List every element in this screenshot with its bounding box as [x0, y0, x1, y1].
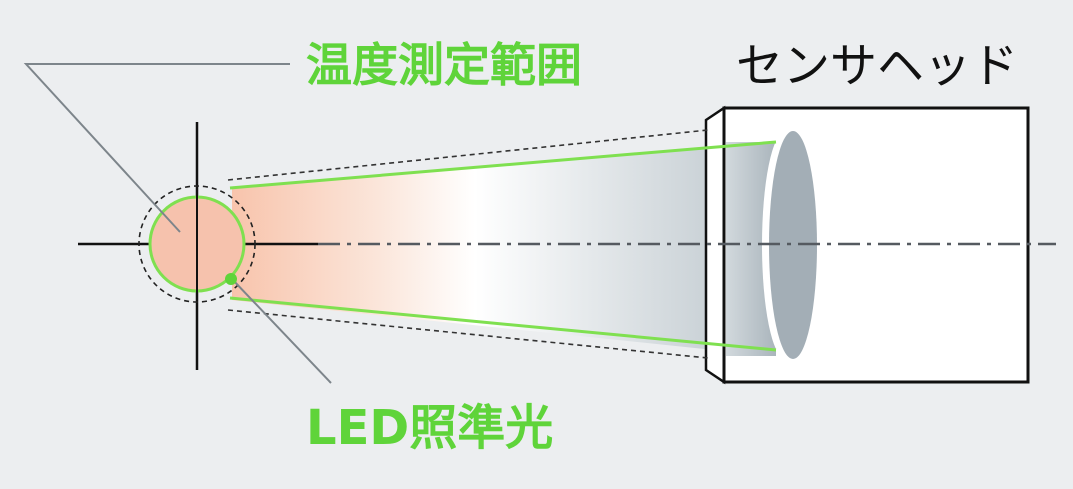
measurement-range-label: 温度測定範囲 [306, 38, 582, 92]
led-aiming-point-marker [225, 273, 237, 285]
sensor-head-label: センサヘッド [736, 39, 1018, 94]
led-aiming-light-label: LED照準光 [306, 400, 554, 456]
measurement-beam-cone [232, 142, 772, 356]
led-beam-lower-line [229, 296, 777, 352]
led-aiming-leader-line [231, 278, 332, 384]
measurement-range-leader-line [23, 63, 290, 233]
lens-icon [769, 131, 817, 359]
measurement-spot-dashed-outline [138, 185, 256, 303]
led-beam-upper-line [229, 140, 777, 190]
